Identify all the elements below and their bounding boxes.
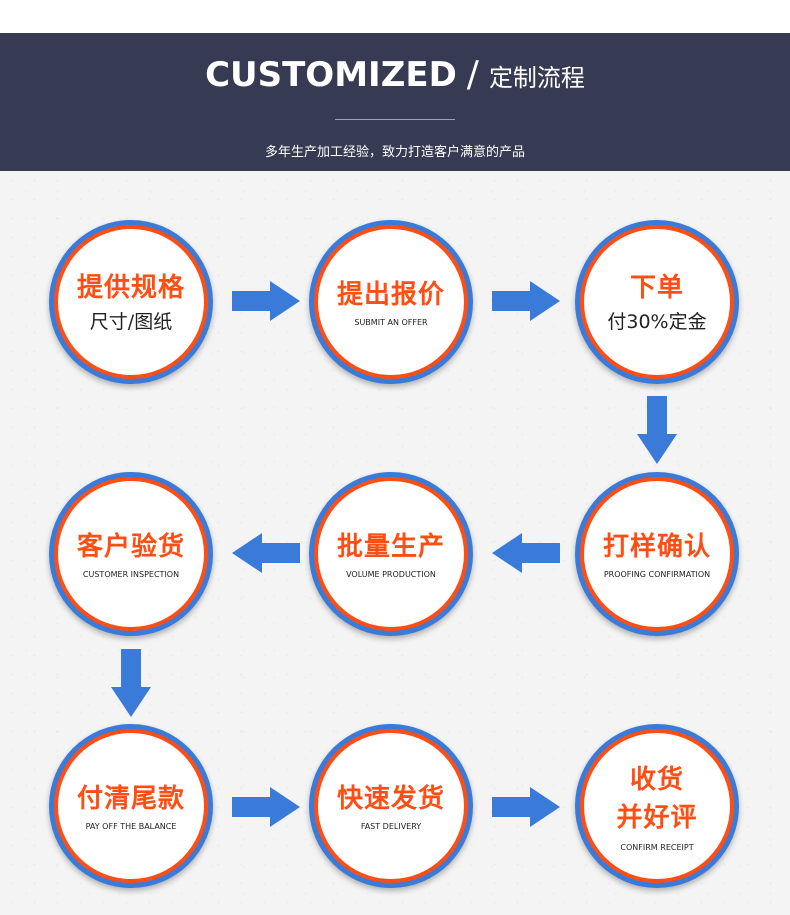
step-title: 下单 xyxy=(629,272,684,303)
step-subtitle: 尺寸/图纸 xyxy=(89,310,173,333)
step-confirm-receipt: 收货 并好评 CONFIRM RECEIPT xyxy=(575,724,739,888)
step-face: 收货 并好评 CONFIRM RECEIPT xyxy=(584,733,730,879)
step-submit-offer: 提出报价 SUBMIT AN OFFER xyxy=(309,220,473,384)
step-title: 提供规格 xyxy=(76,272,185,303)
step-provide-specs: 提供规格 尺寸/图纸 xyxy=(49,220,213,384)
step-volume-production: 批量生产 VOLUME PRODUCTION xyxy=(309,472,473,636)
arrow-right-icon xyxy=(232,281,300,321)
step-subtitle-en: FAST DELIVERY xyxy=(360,821,422,831)
step-face: 提出报价 SUBMIT AN OFFER xyxy=(318,229,464,375)
step-title: 打样确认 xyxy=(602,531,711,562)
arrow-down-icon xyxy=(637,396,677,464)
step-subtitle: 付30%定金 xyxy=(607,310,707,333)
step-pay-balance: 付清尾款 PAY OFF THE BALANCE xyxy=(49,724,213,888)
page-title: CUSTOMIZED/ 定制流程 xyxy=(0,54,790,95)
step-subtitle-en: PROOFING CONFIRMATION xyxy=(603,569,711,579)
step-face: 客户验货 CUSTOMER INSPECTION xyxy=(58,481,204,627)
arrow-left-icon xyxy=(232,533,300,573)
title-separator: / xyxy=(466,54,479,95)
step-title: 快速发货 xyxy=(336,783,445,814)
step-title: 收货 xyxy=(629,764,684,795)
step-face: 下单 付30%定金 xyxy=(584,229,730,375)
step-face: 批量生产 VOLUME PRODUCTION xyxy=(318,481,464,627)
header-banner xyxy=(0,33,790,171)
step-fast-delivery: 快速发货 FAST DELIVERY xyxy=(309,724,473,888)
step-title: 提出报价 xyxy=(336,279,445,310)
arrow-down-icon xyxy=(111,649,151,717)
step-customer-inspection: 客户验货 CUSTOMER INSPECTION xyxy=(49,472,213,636)
step-subtitle-en: VOLUME PRODUCTION xyxy=(346,569,436,579)
step-face: 打样确认 PROOFING CONFIRMATION xyxy=(584,481,730,627)
step-title: 客户验货 xyxy=(76,531,185,562)
arrow-right-icon xyxy=(492,281,560,321)
step-title: 付清尾款 xyxy=(76,783,185,814)
step-title: 批量生产 xyxy=(336,531,445,562)
step-place-order: 下单 付30%定金 xyxy=(575,220,739,384)
step-face: 快速发货 FAST DELIVERY xyxy=(318,733,464,879)
page-subtitle: 多年生产加工经验，致力打造客户满意的产品 xyxy=(264,145,525,160)
step-title-line2: 并好评 xyxy=(616,802,698,833)
title-divider xyxy=(335,119,455,120)
step-face: 提供规格 尺寸/图纸 xyxy=(58,229,204,375)
step-subtitle-en: PAY OFF THE BALANCE xyxy=(85,821,177,831)
step-face: 付清尾款 PAY OFF THE BALANCE xyxy=(58,733,204,879)
step-subtitle-en: CONFIRM RECEIPT xyxy=(620,842,694,852)
step-subtitle-en: SUBMIT AN OFFER xyxy=(354,317,428,327)
step-subtitle-en: CUSTOMER INSPECTION xyxy=(82,569,180,579)
step-proofing-confirmation: 打样确认 PROOFING CONFIRMATION xyxy=(575,472,739,636)
arrow-right-icon xyxy=(232,787,300,827)
title-en: CUSTOMIZED xyxy=(205,55,457,95)
arrow-left-icon xyxy=(492,533,560,573)
arrow-right-icon xyxy=(492,787,560,827)
title-cn: 定制流程 xyxy=(488,64,585,92)
